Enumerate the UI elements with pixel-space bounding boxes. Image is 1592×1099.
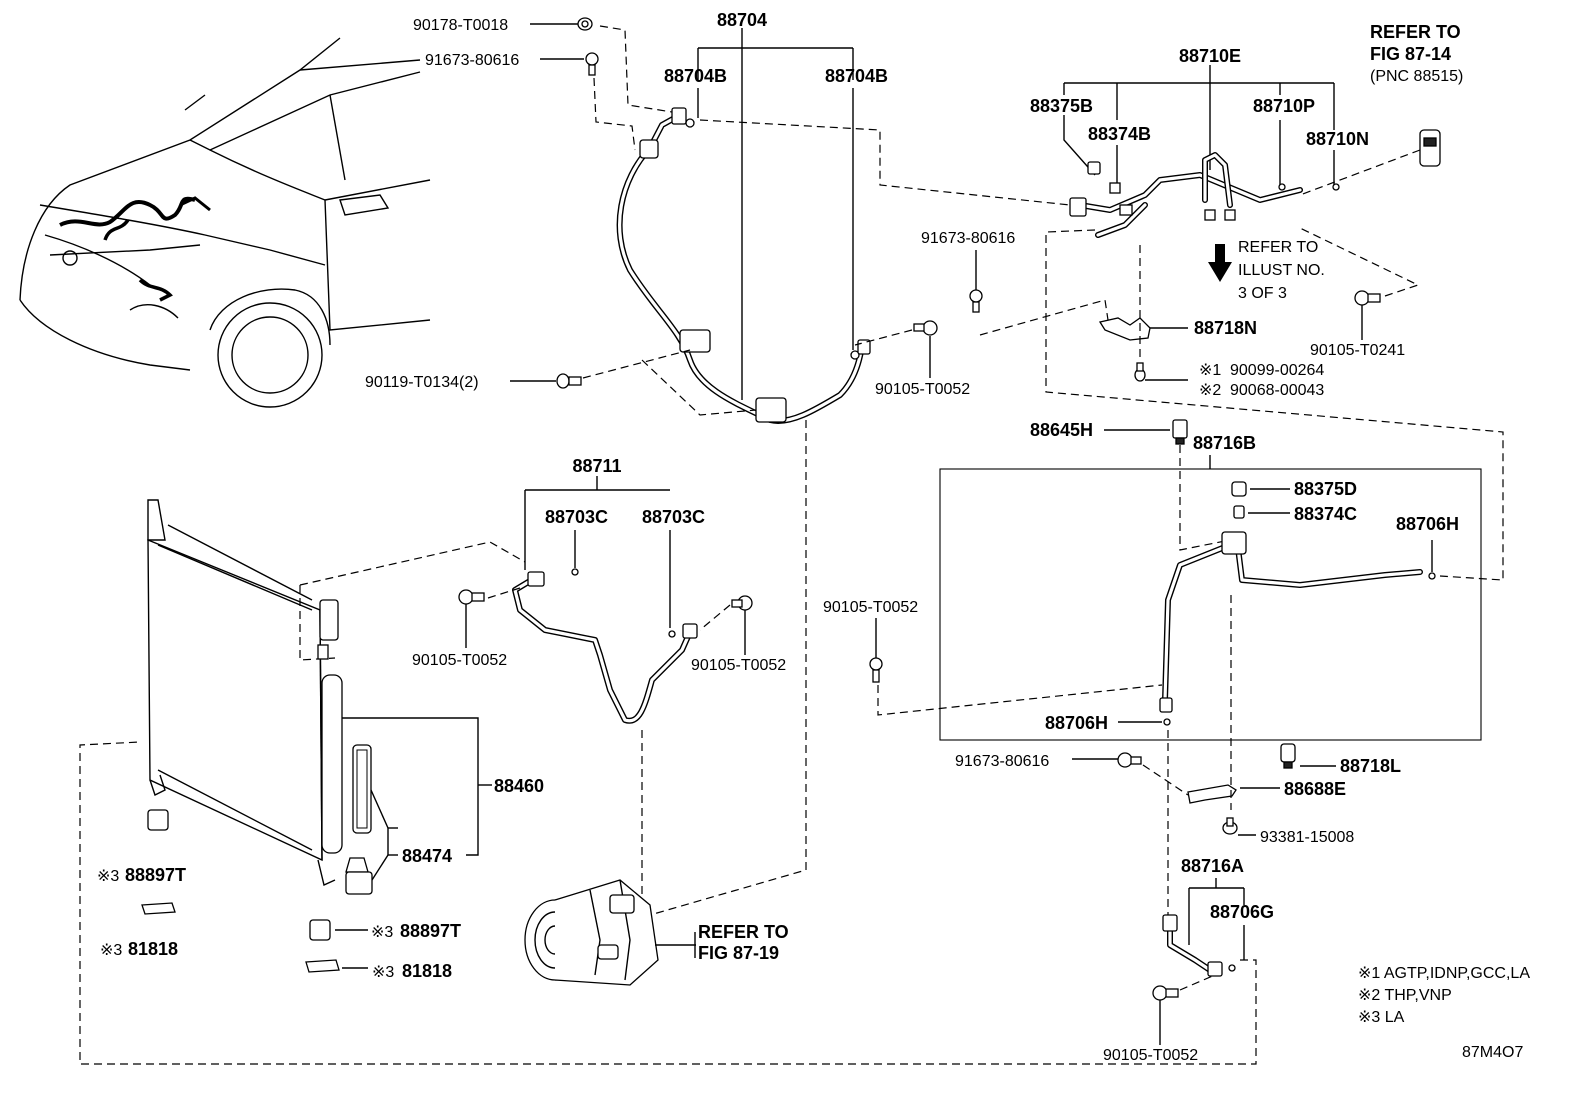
ref-fig-87-19-line2: FIG 87-19	[698, 943, 779, 963]
label-88703C-b: 88703C	[642, 507, 705, 527]
pnc-88515-part	[1299, 129, 1441, 196]
label-90105-T0052-a: 90105-T0052	[875, 381, 970, 398]
label-88706H-a: 88706H	[1396, 514, 1459, 534]
mark-3-d: ※3	[372, 964, 394, 981]
label-93381-15008: 93381-15008	[1260, 829, 1354, 846]
label-91673-80616-a: 91673-80616	[425, 52, 519, 69]
label-88704: 88704	[717, 10, 767, 30]
ref-fig-87-14-line3: (PNC 88515)	[1370, 68, 1463, 85]
label-88710E: 88710E	[1179, 46, 1241, 66]
legend-notes: ※1 AGTP,IDNP,GCC,LA ※2 THP,VNP ※3 LA 87M…	[1358, 965, 1530, 1061]
mark-3-c: ※3	[371, 924, 393, 941]
mark-3-b: ※3	[100, 942, 122, 959]
label-88718L: 88718L	[1340, 756, 1401, 776]
label-90068-00043: 90068-00043	[1230, 382, 1324, 399]
mark-1: ※1	[1199, 362, 1221, 379]
label-81818-a-text: 81818	[128, 939, 178, 959]
ref-illust-line1: REFER TO	[1238, 239, 1318, 256]
clip-88897T-b	[309, 919, 368, 941]
label-88375D: 88375D	[1294, 479, 1357, 499]
connector-88718L	[1280, 743, 1336, 769]
bolt-91673-80616-mid	[969, 250, 983, 313]
bracket-88718N	[1098, 317, 1188, 341]
compressor	[524, 879, 696, 986]
bolt-90105-T0052-box	[869, 618, 883, 683]
note-3: ※3 LA	[1358, 1009, 1405, 1026]
label-88460: 88460	[494, 776, 544, 796]
label-88645H: 88645H	[1030, 420, 1093, 440]
label-88711: 88711	[572, 456, 621, 476]
clip-88897T-a	[147, 809, 169, 831]
ref-illust-line2: ILLUST NO.	[1238, 262, 1325, 279]
sensor-88645H	[1104, 419, 1188, 445]
ref-fig-87-19-line1: REFER TO	[698, 922, 789, 942]
bolt-90105-T0052-low	[1152, 985, 1179, 1045]
note-2: ※2 THP,VNP	[1358, 987, 1452, 1004]
condenser-88460	[147, 499, 343, 886]
reference-labels: REFER TO FIG 87-14 (PNC 88515) REFER TO …	[698, 22, 1463, 963]
label-88474: 88474	[402, 846, 452, 866]
label-88710N: 88710N	[1306, 129, 1369, 149]
label-81818-a	[141, 902, 176, 915]
ref-fig-87-14-line1: REFER TO	[1370, 22, 1461, 42]
diagram-code: 87M4O7	[1462, 1044, 1523, 1061]
bolt-90099-00264	[1134, 362, 1188, 382]
label-88374C: 88374C	[1294, 504, 1357, 524]
label-90105-T0052-b: 90105-T0052	[823, 599, 918, 616]
arrow-down-icon	[1208, 244, 1232, 282]
bolt-90105-T0052-hose-right	[731, 595, 753, 655]
fastener-90119-T0134	[510, 373, 582, 389]
label-81818-b-text: 81818	[402, 961, 452, 981]
label-91673-80616-c: 91673-80616	[955, 753, 1049, 770]
label-90105-T0052-d: 90105-T0052	[691, 657, 786, 674]
desiccant-88474	[345, 744, 389, 895]
mark-2: ※2	[1199, 382, 1221, 399]
bolt-90105-T0241	[1354, 290, 1381, 340]
label-88704B-b: 88704B	[825, 66, 888, 86]
ref-illust-line3: 3 OF 3	[1238, 285, 1287, 302]
label-88706H-b: 88706H	[1045, 713, 1108, 733]
label-90119-T0134: 90119-T0134(2)	[365, 374, 479, 391]
label-90099-00264: 90099-00264	[1230, 362, 1324, 379]
ref-fig-87-14-line2: FIG 87-14	[1370, 44, 1451, 64]
label-88710P: 88710P	[1253, 96, 1315, 116]
label-90105-T0241: 90105-T0241	[1310, 342, 1405, 359]
core-88374C	[1233, 505, 1290, 519]
label-88897T-a: 88897T	[125, 865, 186, 885]
pipe-88710E-group	[1063, 65, 1340, 238]
bolt-91673-80616-low	[1072, 752, 1142, 768]
label-90178-T0018: 90178-T0018	[413, 17, 508, 34]
label-90105-T0052-e: 90105-T0052	[1103, 1047, 1198, 1064]
fastener-91673-80616-top	[540, 52, 599, 76]
label-88374B: 88374B	[1088, 124, 1151, 144]
label-90105-T0052-c: 90105-T0052	[412, 652, 507, 669]
fastener-90105-T0052-top	[913, 320, 938, 378]
label-88897T-b: 88897T	[400, 921, 461, 941]
mark-3-a: ※3	[97, 868, 119, 885]
label-88716A: 88716A	[1181, 856, 1244, 876]
label-88716B: 88716B	[1193, 433, 1256, 453]
label-88706G: 88706G	[1210, 902, 1274, 922]
label-81818-b	[305, 959, 368, 973]
vehicle-illustration	[19, 37, 431, 408]
bolt-90105-T0052-hose-left	[458, 589, 485, 648]
bracket-88688E	[1187, 784, 1280, 804]
label-88688E: 88688E	[1284, 779, 1346, 799]
label-88375B: 88375B	[1030, 96, 1093, 116]
label-88718N: 88718N	[1194, 318, 1257, 338]
label-91673-80616-b: 91673-80616	[921, 230, 1015, 247]
bolt-93381-15008	[1222, 817, 1256, 836]
hose-88704-group	[616, 28, 871, 424]
cap-88375D	[1231, 481, 1290, 497]
part-number-labels: 90178-T0018 91673-80616 88704 88704B 887…	[97, 10, 1459, 1064]
fastener-90178-T0018	[530, 17, 593, 31]
label-88704B-a: 88704B	[664, 66, 727, 86]
note-1: ※1 AGTP,IDNP,GCC,LA	[1358, 965, 1530, 982]
label-88703C-a: 88703C	[545, 507, 608, 527]
